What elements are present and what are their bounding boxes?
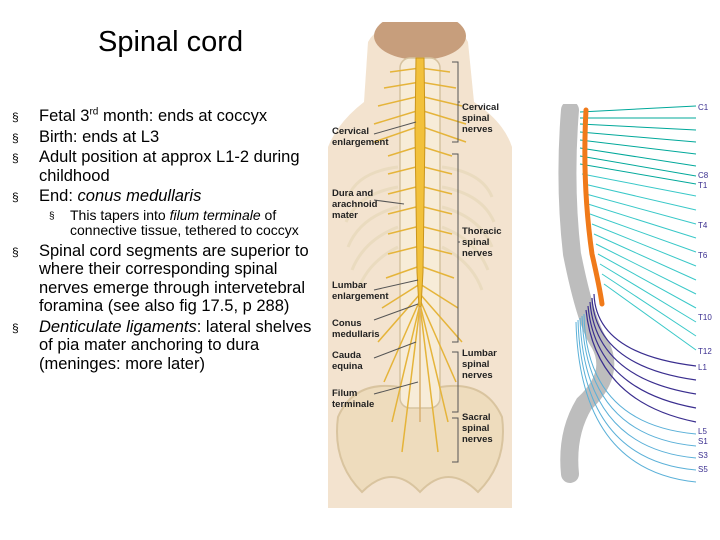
sub-bullet-marker: §: [49, 210, 55, 222]
level-label-s5: S5: [698, 465, 708, 474]
bullet-text: Birth: ends at L3: [39, 127, 160, 146]
bullet-birth: § Birth: ends at L3: [12, 128, 322, 147]
cervical-nerves: [579, 105, 697, 185]
spinal-nerves: [373, 67, 467, 453]
sub-bullet-text: This tapers into: [70, 206, 170, 223]
bullet-fetal: § Fetal 3rd month: ends at coccyx: [12, 107, 322, 126]
level-label-t6: T6: [698, 251, 708, 260]
level-label-t12: T12: [698, 347, 712, 356]
bullet-emphasis: Denticulate ligaments: [39, 317, 197, 336]
bullet-text: Adult position at approx L1-2 during chi…: [39, 148, 300, 185]
sub-bullet-text: of connective tissue, tethered to coccyx: [70, 206, 299, 238]
bullet-text: End:: [39, 187, 78, 205]
bullet-denticulate: § Denticulate ligaments: lateral shelves…: [12, 318, 322, 374]
spinal-cord: [414, 57, 426, 308]
bullet-marker: §: [12, 244, 19, 259]
ribs: [344, 165, 496, 291]
level-label-t4: T4: [698, 221, 708, 230]
vertebral-column-outline: [558, 104, 615, 483]
level-label-c8: C8: [698, 171, 709, 180]
bullet-adult: § Adult position at approx L1-2 during c…: [12, 148, 322, 185]
bullet-list: § Fetal 3rd month: ends at coccyx § Birt…: [12, 107, 322, 375]
bullet-segments: § Spinal cord segments are superior to w…: [12, 242, 322, 316]
bullet-marker: §: [12, 320, 19, 335]
bullet-text: : lateral shelves of pia mater anchoring…: [39, 317, 312, 373]
bullet-emphasis: conus medullaris: [77, 187, 202, 205]
level-label-t10: T10: [698, 313, 712, 322]
level-label-c1: C1: [698, 104, 709, 112]
bullet-marker: §: [12, 130, 19, 145]
leader-lines: [373, 101, 460, 395]
sub-bullet-filum: § This tapers into filum terminale of co…: [12, 206, 322, 238]
level-label-s1: S1: [698, 437, 708, 446]
bullet-marker: §: [12, 190, 19, 204]
superscript: rd: [89, 106, 99, 118]
sub-bullet-emphasis: filum terminale: [169, 206, 261, 223]
bullet-text: Spinal cord segments are superior to whe…: [39, 241, 309, 316]
bullet-end: § End: conus medullaris: [12, 187, 322, 206]
level-label-l5: L5: [698, 427, 707, 436]
bullet-text: Fetal 3: [39, 107, 90, 125]
level-label-s3: S3: [698, 451, 708, 460]
lateral-spine-figure: C1 C8 T1 T4 T6 T10 T12 L1 L5 S1 S3 S5: [556, 104, 716, 492]
bullet-marker: §: [12, 151, 19, 165]
slide-title: Spinal cord: [98, 26, 244, 58]
sacral-nerves: [575, 313, 697, 483]
brain: [374, 22, 466, 60]
bullet-text: month: ends at coccyx: [98, 107, 268, 125]
thoracic-nerves: [581, 173, 697, 351]
lumbar-nerves: [585, 293, 697, 423]
bullet-marker: §: [12, 110, 19, 124]
level-label-t1: T1: [698, 181, 708, 190]
level-labels: C1 C8 T1 T4 T6 T10 T12 L1 L5 S1 S3 S5: [698, 104, 712, 474]
level-label-l1: L1: [698, 363, 707, 372]
spinal-cord-lateral: [582, 107, 605, 307]
